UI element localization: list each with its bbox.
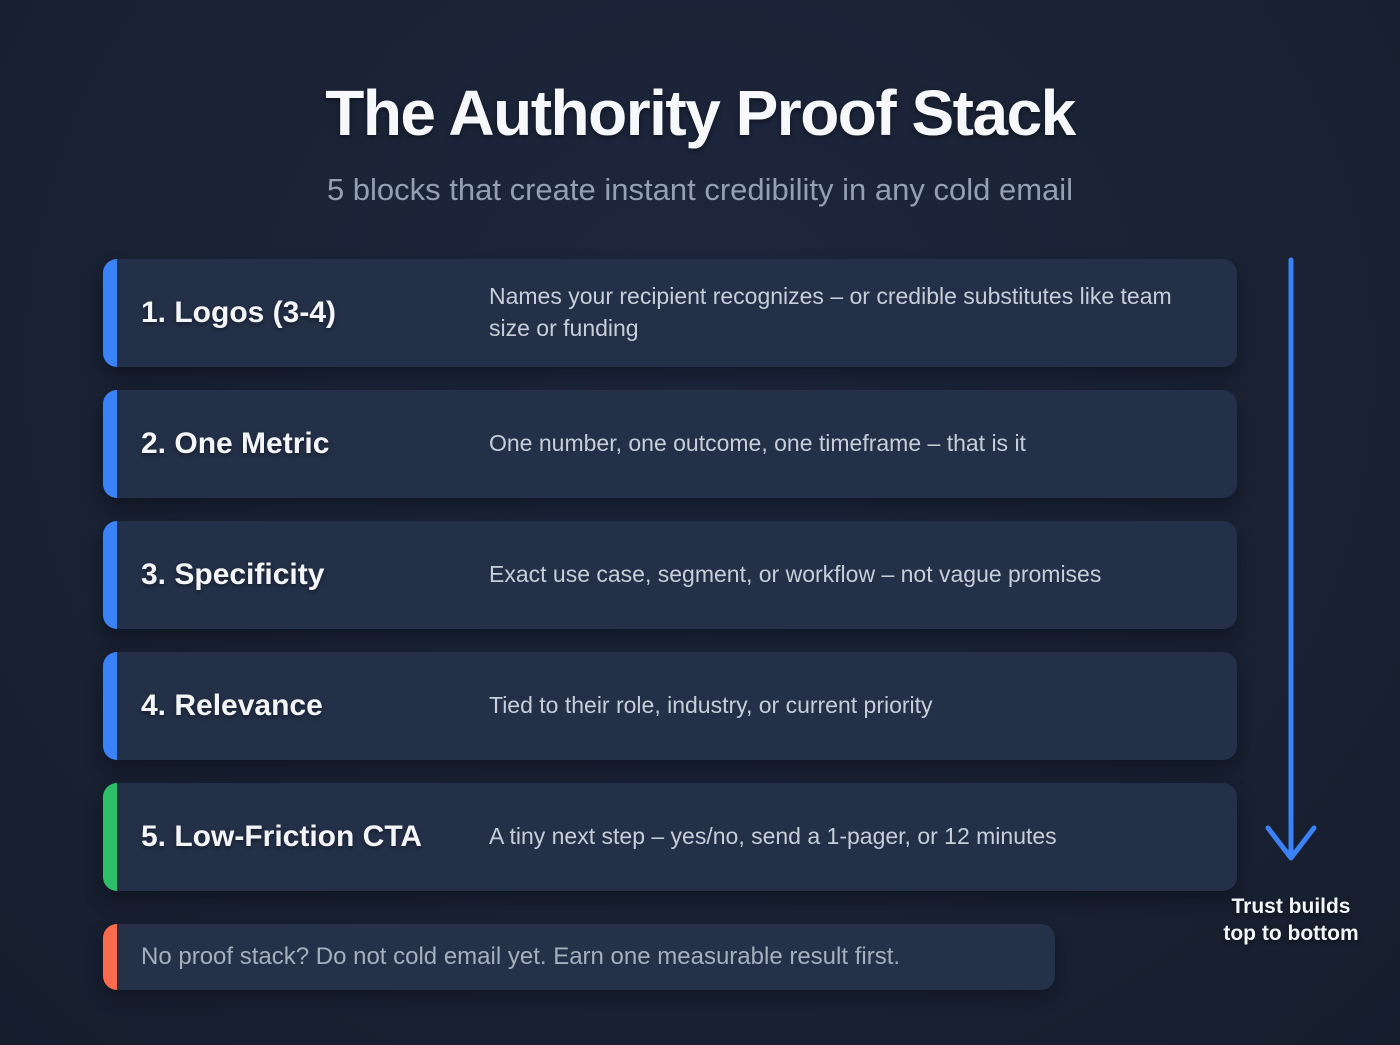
warning-note: No proof stack? Do not cold email yet. E… <box>103 924 1055 990</box>
accent-bar <box>103 924 117 990</box>
arrow-caption: Trust builds top to bottom <box>1186 894 1396 948</box>
accent-bar <box>103 390 117 498</box>
accent-bar <box>103 521 117 629</box>
stack-item-title: 3. Specificity <box>141 558 325 591</box>
stack-item-title: 5. Low-Friction CTA <box>141 820 423 853</box>
accent-bar <box>103 783 117 891</box>
stack-item-title: 2. One Metric <box>141 427 330 460</box>
stack-item-description: Names your recipient recognizes – or cre… <box>489 283 1172 341</box>
stack-item-specificity: 3. Specificity Exact use case, segment, … <box>103 521 1237 629</box>
stack-item-description: Exact use case, segment, or workflow – n… <box>489 561 1102 588</box>
stack-item-low-friction-cta: 5. Low-Friction CTA A tiny next step – y… <box>103 783 1237 891</box>
stack-item-title: 4. Relevance <box>141 689 323 722</box>
page-title: The Authority Proof Stack <box>325 77 1076 149</box>
stack-item-description: One number, one outcome, one timeframe –… <box>489 430 1026 457</box>
arrow-caption-line2: top to bottom <box>1223 921 1359 945</box>
accent-bar <box>103 652 117 760</box>
stack-item-relevance: 4. Relevance Tied to their role, industr… <box>103 652 1237 760</box>
stack-item-title: 1. Logos (3-4) <box>141 296 337 329</box>
arrow-down-icon <box>1260 252 1322 890</box>
accent-bar <box>103 259 117 367</box>
stack-item-one-metric: 2. One Metric One number, one outcome, o… <box>103 390 1237 498</box>
arrow-caption-line1: Trust builds <box>1231 895 1351 918</box>
stack-item-description: Tied to their role, industry, or current… <box>489 692 933 719</box>
proof-stack-list: 1. Logos (3-4) Names your recipient reco… <box>103 259 1237 914</box>
stack-item-logos: 1. Logos (3-4) Names your recipient reco… <box>103 259 1237 367</box>
warning-note-text: No proof stack? Do not cold email yet. E… <box>141 943 901 970</box>
page-subtitle: 5 blocks that create instant credibility… <box>326 172 1074 207</box>
stack-item-description: A tiny next step – yes/no, send a 1-page… <box>489 823 1057 850</box>
